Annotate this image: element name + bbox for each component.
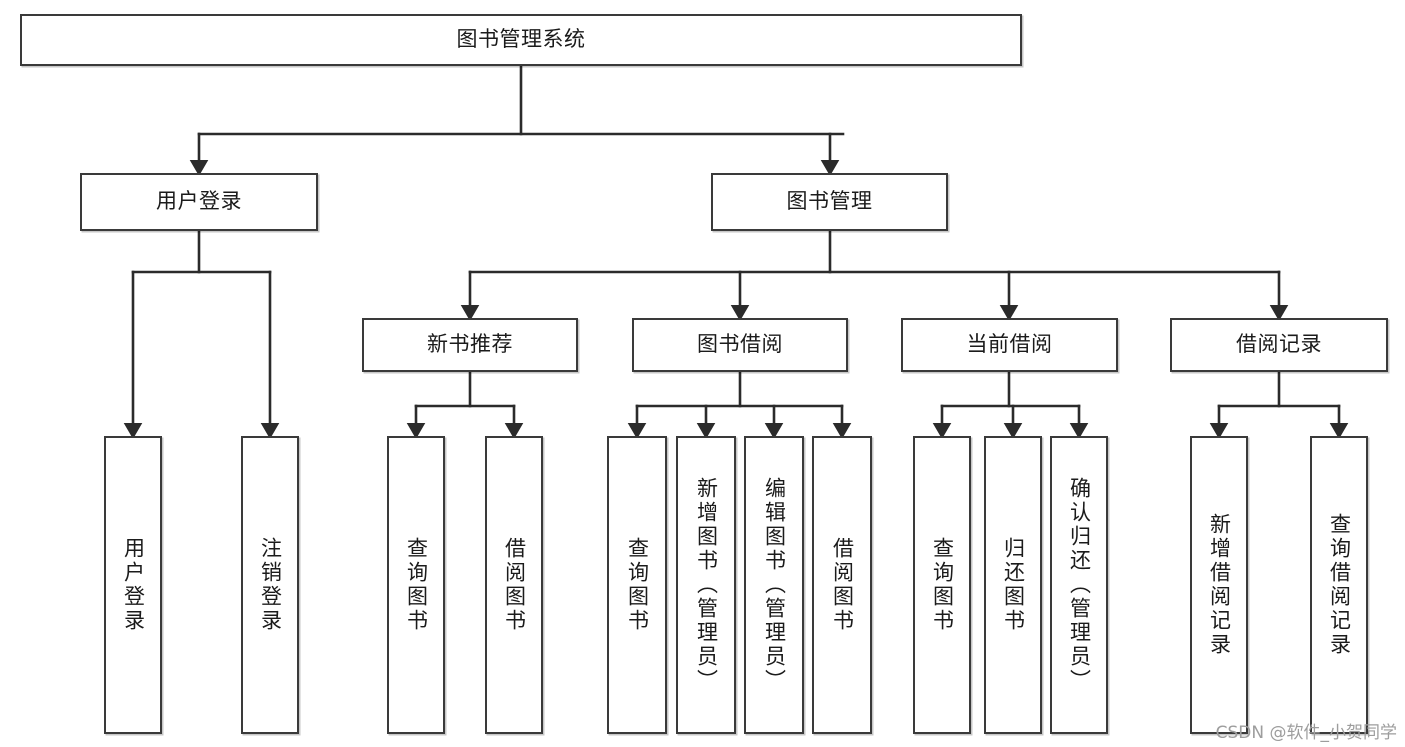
- node-leaf-query-book-cb[interactable]: 查询图书: [913, 436, 971, 734]
- node-borrow-record-label: 借阅记录: [1236, 332, 1322, 357]
- node-current-borrow[interactable]: 当前借阅: [901, 318, 1118, 372]
- node-user-login[interactable]: 用户登录: [80, 173, 318, 231]
- node-leaf-borrow-book-br[interactable]: 借阅图书: [812, 436, 872, 734]
- node-book-manage[interactable]: 图书管理: [711, 173, 948, 231]
- node-leaf-confirm-return[interactable]: 确认归还（管理员）: [1050, 436, 1108, 734]
- node-leaf-edit-book-label: 编辑图书（管理员）: [762, 477, 787, 693]
- node-user-login-label: 用户登录: [156, 189, 242, 214]
- node-leaf-logout-label: 注销登录: [258, 537, 283, 633]
- node-new-book-rec-label: 新书推荐: [427, 332, 513, 357]
- node-leaf-return-book-label: 归还图书: [1001, 537, 1026, 633]
- node-leaf-logout[interactable]: 注销登录: [241, 436, 299, 734]
- node-root-label: 图书管理系统: [456, 27, 586, 52]
- node-new-book-rec[interactable]: 新书推荐: [362, 318, 578, 372]
- node-current-borrow-label: 当前借阅: [966, 332, 1053, 357]
- node-leaf-borrow-book-br-label: 借阅图书: [830, 537, 855, 633]
- node-leaf-query-book-br-label: 查询图书: [625, 537, 650, 633]
- node-leaf-query-book-cb-label: 查询图书: [930, 537, 955, 633]
- node-leaf-confirm-return-label: 确认归还（管理员）: [1067, 477, 1092, 693]
- node-leaf-borrow-book-rec-label: 借阅图书: [502, 537, 527, 633]
- node-leaf-edit-book[interactable]: 编辑图书（管理员）: [744, 436, 804, 734]
- node-borrow-record[interactable]: 借阅记录: [1170, 318, 1388, 372]
- node-leaf-add-record-label: 新增借阅记录: [1207, 513, 1232, 657]
- node-leaf-borrow-book-rec[interactable]: 借阅图书: [485, 436, 543, 734]
- node-book-borrow-label: 图书借阅: [697, 332, 783, 357]
- node-leaf-query-book-rec[interactable]: 查询图书: [387, 436, 445, 734]
- node-leaf-add-record[interactable]: 新增借阅记录: [1190, 436, 1248, 734]
- node-leaf-query-record-label: 查询借阅记录: [1327, 513, 1352, 657]
- node-book-borrow[interactable]: 图书借阅: [632, 318, 848, 372]
- node-leaf-add-book[interactable]: 新增图书（管理员）: [676, 436, 736, 734]
- node-leaf-user-login-label: 用户登录: [121, 537, 146, 633]
- node-leaf-user-login[interactable]: 用户登录: [104, 436, 162, 734]
- node-book-manage-label: 图书管理: [786, 189, 873, 214]
- node-leaf-return-book[interactable]: 归还图书: [984, 436, 1042, 734]
- node-leaf-query-book-br[interactable]: 查询图书: [607, 436, 667, 734]
- node-leaf-add-book-label: 新增图书（管理员）: [694, 477, 719, 693]
- node-leaf-query-book-rec-label: 查询图书: [404, 537, 429, 633]
- node-leaf-query-record[interactable]: 查询借阅记录: [1310, 436, 1368, 734]
- node-root[interactable]: 图书管理系统: [20, 14, 1022, 66]
